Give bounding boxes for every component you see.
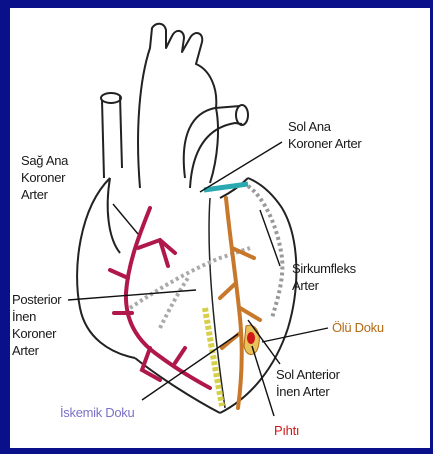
left-anterior-descending bbox=[220, 198, 260, 408]
label-circumflex: Sirkumfleks Arter bbox=[292, 260, 356, 294]
diagram-frame: Sağ Ana Koroner Arter Posterior İnen Kor… bbox=[10, 8, 430, 448]
label-dead-tissue: Ölü Doku bbox=[332, 319, 384, 336]
right-coronary-artery bbox=[110, 208, 210, 388]
label-ischemic-tissue: İskemik Doku bbox=[60, 404, 134, 421]
label-clot: Pıhtı bbox=[274, 422, 299, 439]
label-left-main-coronary: Sol Ana Koroner Arter bbox=[288, 118, 361, 152]
label-posterior-descending: Posterior İnen Koroner Arter bbox=[12, 291, 61, 359]
label-right-main-coronary: Sağ Ana Koroner Arter bbox=[21, 152, 68, 203]
ischemic-segment bbox=[205, 308, 222, 406]
heart-diagram bbox=[10, 8, 430, 448]
label-left-anterior-descending: Sol Anterior İnen Arter bbox=[276, 366, 340, 400]
circumflex-artery bbox=[248, 186, 282, 318]
clot bbox=[247, 332, 255, 344]
